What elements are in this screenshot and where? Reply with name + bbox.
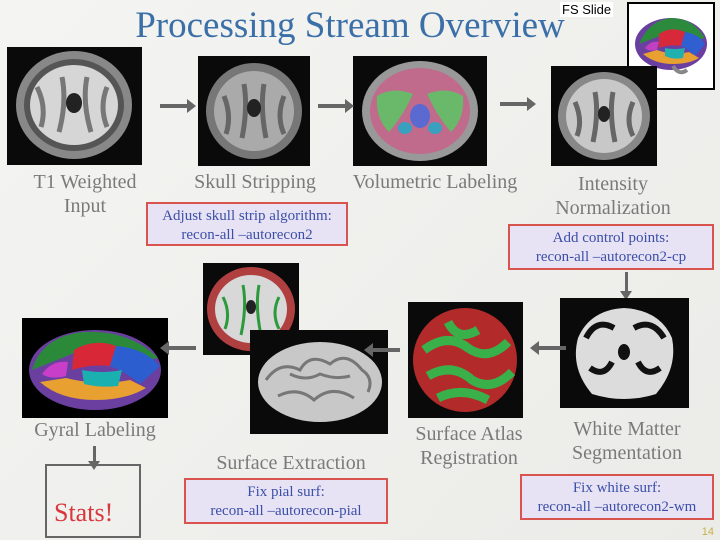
white-surf-fix-box: Fix white surf: recon-all –autorecon2-wm [520, 474, 714, 520]
white-matter-image [560, 298, 689, 408]
box-line: recon-all –autorecon2 [154, 226, 340, 245]
box-line: recon-all –autorecon2-wm [528, 498, 706, 517]
box-line: Fix pial surf: [192, 483, 380, 502]
arrow-down-icon [625, 272, 628, 292]
caption-white-matter-segmentation: White Matter Segmentation [554, 417, 700, 465]
caption-gyral-labeling: Gyral Labeling [22, 418, 168, 442]
caption-surface-extraction: Surface Extraction [206, 451, 376, 475]
box-line: Adjust skull strip algorithm: [154, 207, 340, 226]
volumetric-labeling-image [353, 56, 487, 166]
t1-weighted-image [7, 47, 142, 165]
caption-intensity-normalization: Intensity Normalization [540, 172, 686, 220]
arrow-down-icon [93, 446, 96, 462]
box-line: Add control points: [516, 229, 706, 248]
fs-slide-label: FS Slide [560, 2, 613, 17]
caption-skull-stripping: Skull Stripping [180, 170, 330, 194]
page-number: 14 [702, 526, 714, 538]
box-line: Fix white surf: [528, 479, 706, 498]
caption-volumetric-labeling: Volumetric Labeling [340, 170, 530, 194]
caption-line: T1 Weighted [10, 170, 160, 194]
arrow-left-icon [168, 346, 196, 350]
sphere-atlas-image [408, 302, 523, 418]
arrow-right-icon [500, 102, 528, 106]
pial-surf-fix-box: Fix pial surf: recon-all –autorecon-pial [184, 478, 388, 524]
caption-surface-atlas-registration: Surface Atlas Registration [396, 422, 542, 470]
caption-line: Intensity [540, 172, 686, 196]
caption-line: Registration [396, 446, 542, 470]
caption-line: Normalization [540, 196, 686, 220]
gyral-labeling-image [22, 318, 168, 418]
intensity-normalized-image [551, 66, 657, 166]
caption-t1-weighted: T1 Weighted Input [10, 170, 160, 218]
box-line: recon-all –autorecon-pial [192, 502, 380, 521]
arrow-right-icon [318, 104, 346, 108]
stats-label: Stats! [54, 498, 113, 528]
skull-stripped-image [198, 56, 310, 166]
caption-line: Segmentation [554, 441, 700, 465]
caption-line: Surface Atlas [396, 422, 542, 446]
arrow-right-icon [160, 104, 188, 108]
skull-strip-fix-box: Adjust skull strip algorithm: recon-all … [146, 202, 348, 246]
caption-line: White Matter [554, 417, 700, 441]
arrow-left-icon [372, 348, 400, 352]
caption-line: Input [10, 194, 160, 218]
box-line: recon-all –autorecon2-cp [516, 248, 706, 267]
control-points-fix-box: Add control points: recon-all –autorecon… [508, 224, 714, 270]
arrow-left-icon [538, 346, 566, 350]
